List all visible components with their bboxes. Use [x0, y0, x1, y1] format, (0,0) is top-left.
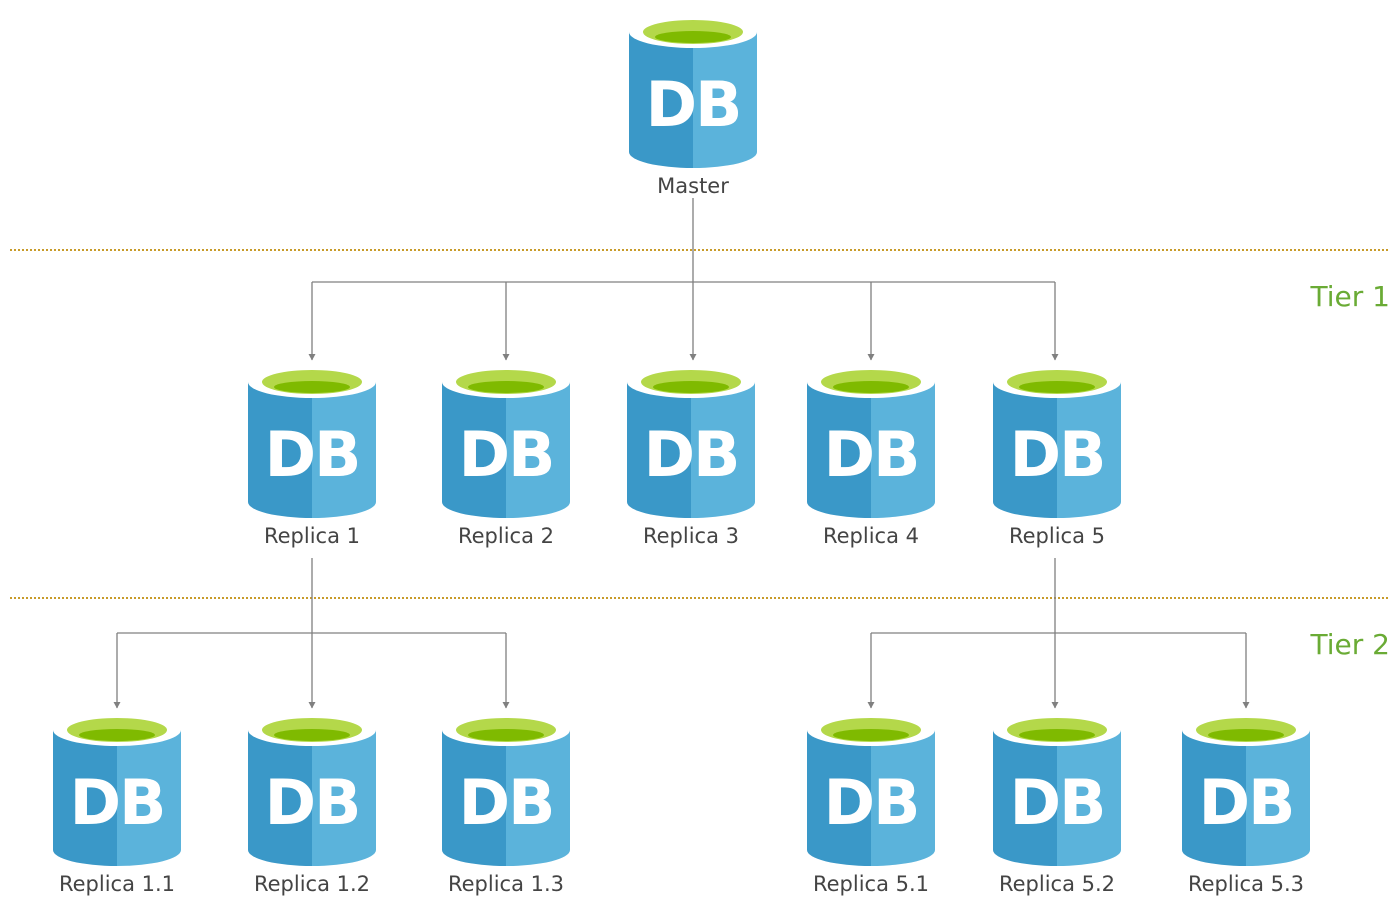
- master-connectors: [308, 198, 1059, 361]
- cylinder-body-light: [871, 382, 935, 518]
- cylinder-top-inner: [655, 31, 731, 43]
- cylinder-top-inner: [274, 729, 350, 741]
- cylinder-top-inner: [274, 381, 350, 393]
- cylinder-body-light: [506, 382, 570, 518]
- replica-1-node: DB Replica 1: [248, 366, 376, 548]
- db-icon-text: DB: [70, 766, 165, 839]
- cylinder-body-dark: [53, 730, 117, 866]
- tier-2-label: Tier 2: [1310, 628, 1390, 661]
- cylinder-body-dark: [1182, 730, 1246, 866]
- cylinder-body-light: [312, 730, 376, 866]
- replica-4-node: DB Replica 4: [807, 366, 935, 548]
- replica-4-label: Replica 4: [823, 524, 919, 548]
- cylinder-body-light: [1057, 730, 1121, 866]
- cylinder-top-inner: [468, 381, 544, 393]
- cylinder-body-dark: [627, 382, 691, 518]
- cylinder-top-inner: [833, 381, 909, 393]
- replica-5-3-node: DB Replica 5.3: [1182, 714, 1310, 896]
- cylinder-top-inner: [1019, 729, 1095, 741]
- db-icon-text: DB: [265, 766, 360, 839]
- cylinder-body-dark: [993, 382, 1057, 518]
- replica-5-node: DB Replica 5: [993, 366, 1121, 548]
- db-icon-text: DB: [459, 766, 554, 839]
- cylinder-body-light: [1057, 382, 1121, 518]
- replica-5-1-node: DB Replica 5.1: [807, 714, 935, 896]
- cylinder-body-dark: [442, 730, 506, 866]
- db-icon-text: DB: [824, 766, 919, 839]
- cylinder-body-light: [693, 32, 757, 168]
- cylinder-top-inner: [1208, 729, 1284, 741]
- cylinder-body-dark: [993, 730, 1057, 866]
- cylinder-top-inner: [653, 381, 729, 393]
- replica-1-2-label: Replica 1.2: [254, 872, 370, 896]
- cylinder-top-inner: [468, 729, 544, 741]
- replica-5-3-label: Replica 5.3: [1188, 872, 1304, 896]
- replica-2-label: Replica 2: [458, 524, 554, 548]
- cylinder-top-inner: [1019, 381, 1095, 393]
- db-icon-text: DB: [1010, 418, 1105, 491]
- replica-1-3-node: DB Replica 1.3: [442, 714, 570, 896]
- cylinder-top-inner: [79, 729, 155, 741]
- cylinder-body-dark: [807, 382, 871, 518]
- replica-1-connectors: [113, 558, 510, 709]
- db-icon-text: DB: [1010, 766, 1105, 839]
- replica-5-label: Replica 5: [1009, 524, 1105, 548]
- tier-1-label: Tier 1: [1310, 280, 1390, 313]
- replica-5-2-label: Replica 5.2: [999, 872, 1115, 896]
- cylinder-body-dark: [248, 730, 312, 866]
- db-icon-text: DB: [459, 418, 554, 491]
- replica-1-3-label: Replica 1.3: [448, 872, 564, 896]
- cylinder-top-inner: [833, 729, 909, 741]
- master-node: DB Master: [629, 16, 757, 198]
- db-icon-text: DB: [646, 68, 741, 141]
- replica-1-2-node: DB Replica 1.2: [248, 714, 376, 896]
- db-icon-text: DB: [824, 418, 919, 491]
- cylinder-body-dark: [807, 730, 871, 866]
- cylinder-body-light: [691, 382, 755, 518]
- cylinder-body-light: [117, 730, 181, 866]
- replica-3-node: DB Replica 3: [627, 366, 755, 548]
- replica-1-1-label: Replica 1.1: [59, 872, 175, 896]
- cylinder-body-light: [506, 730, 570, 866]
- db-icon-text: DB: [1199, 766, 1294, 839]
- replica-3-label: Replica 3: [643, 524, 739, 548]
- replica-1-1-node: DB Replica 1.1: [53, 714, 181, 896]
- cylinder-body-dark: [248, 382, 312, 518]
- replica-2-node: DB Replica 2: [442, 366, 570, 548]
- cylinder-body-light: [312, 382, 376, 518]
- cylinder-body-dark: [442, 382, 506, 518]
- replica-5-connectors: [867, 558, 1250, 709]
- replica-5-2-node: DB Replica 5.2: [993, 714, 1121, 896]
- replica-1-label: Replica 1: [264, 524, 360, 548]
- master-label: Master: [657, 174, 729, 198]
- db-icon-text: DB: [265, 418, 360, 491]
- replica-5-1-label: Replica 5.1: [813, 872, 929, 896]
- cylinder-body-light: [1246, 730, 1310, 866]
- db-icon-text: DB: [644, 418, 739, 491]
- cylinder-body-dark: [629, 32, 693, 168]
- cylinder-body-light: [871, 730, 935, 866]
